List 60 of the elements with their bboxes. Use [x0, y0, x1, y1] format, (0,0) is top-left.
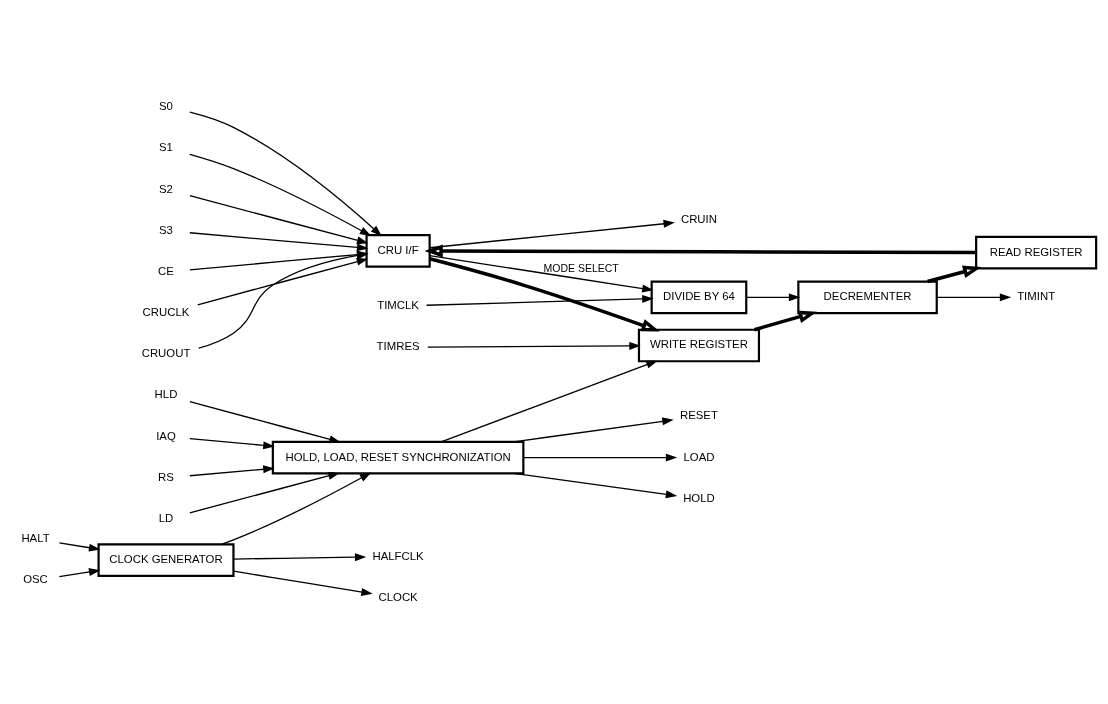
node-box: READ REGISTER	[975, 235, 1098, 269]
node-text: IAQ	[156, 429, 176, 442]
arrow	[221, 471, 372, 545]
node-text: CE	[158, 264, 174, 277]
arrow	[513, 416, 674, 442]
node-text: TIMRES	[376, 339, 420, 352]
node-text: CLOCK	[378, 590, 418, 603]
arrow	[936, 292, 1012, 301]
arrow	[189, 437, 275, 449]
arrow	[513, 472, 678, 498]
arrow	[429, 254, 654, 293]
node-text: CRUCLK	[142, 305, 190, 318]
arrow	[197, 257, 369, 305]
arrow	[189, 471, 340, 513]
arrow	[58, 541, 101, 552]
arrow	[429, 256, 660, 331]
arrow	[232, 569, 373, 596]
node-box: CLOCK GENERATOR	[97, 542, 235, 577]
arrow	[927, 265, 982, 283]
arrow	[189, 400, 341, 443]
arrow	[523, 453, 678, 462]
arrow	[189, 250, 369, 270]
node-box: HOLD, LOAD, RESET SYNCHRONIZATION	[271, 440, 525, 474]
arrow	[429, 219, 675, 248]
node-box: DIVIDE BY 64	[650, 279, 748, 314]
arrow	[427, 341, 641, 350]
node-text: S1	[159, 140, 173, 153]
node-text: RS	[158, 470, 174, 483]
node-box: DECREMENTER	[797, 279, 938, 314]
arrow	[753, 310, 817, 331]
node-box: WRITE REGISTER	[637, 328, 761, 362]
arrow	[440, 360, 658, 442]
edge-label: MODE SELECT	[543, 261, 619, 274]
arrow	[58, 567, 101, 577]
node-text: TIMCLK	[377, 298, 419, 311]
node-text: CRUIN	[680, 212, 717, 225]
arrow	[198, 251, 369, 349]
arrow	[189, 231, 369, 251]
arrow	[189, 110, 382, 236]
node-text: LOAD	[683, 450, 715, 463]
node-text: S3	[159, 223, 173, 236]
arrow	[232, 552, 367, 561]
node-text: OSC	[23, 572, 48, 585]
arrow	[189, 153, 372, 236]
node-text: HOLD	[683, 491, 715, 504]
arrow	[745, 292, 801, 301]
node-text: HALFCLK	[372, 549, 424, 562]
arrow	[189, 194, 369, 244]
node-text: TIMINT	[1017, 289, 1056, 302]
node-text: HALT	[21, 531, 50, 544]
node-text: CRUOUT	[141, 346, 191, 359]
node-box: CRU I/F	[365, 233, 431, 268]
node-text: HLD	[154, 387, 178, 400]
node-text: S0	[159, 99, 173, 112]
node-text: LD	[158, 511, 174, 524]
arrow	[424, 244, 976, 257]
arrow	[425, 294, 654, 306]
node-text: RESET	[679, 408, 718, 421]
arrow	[189, 464, 275, 476]
node-text: S2	[159, 182, 173, 195]
